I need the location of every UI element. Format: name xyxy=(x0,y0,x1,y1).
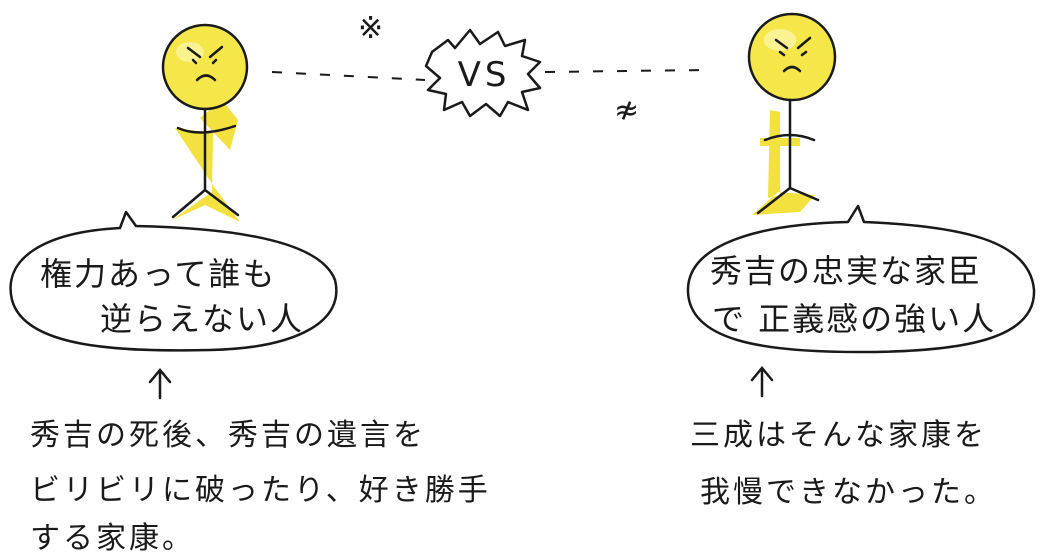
left-note-line-2: ビリビリに破ったり、好き勝手 xyxy=(30,473,491,508)
right-note-line-1: 三成はそんな家康を xyxy=(690,418,987,453)
right-figure-body xyxy=(756,98,820,215)
left-figure-body xyxy=(171,107,240,219)
vs-burst xyxy=(424,28,542,118)
left-figure-head xyxy=(161,23,249,111)
right-figure xyxy=(747,12,837,215)
left-bubble-line-1: 権力あって誰も xyxy=(40,255,276,293)
dashed-line-right xyxy=(544,69,706,73)
right-speech-bubble xyxy=(686,204,1036,354)
right-figure-eyes xyxy=(778,50,808,57)
left-bubble-line-2: 逆らえない人 xyxy=(100,300,304,338)
mark-right-symbol: ≉ xyxy=(614,93,639,128)
right-bubble-line-2: で 正義感の強い人 xyxy=(712,300,996,338)
right-figure-body-highlight xyxy=(752,110,815,215)
mark-left-symbol: ※ xyxy=(358,11,383,46)
left-up-arrow xyxy=(148,368,172,400)
left-figure-eyes xyxy=(191,58,218,65)
right-figure-head xyxy=(747,12,837,102)
left-note-line-3: する家康。 xyxy=(30,521,195,556)
right-figure-mouth xyxy=(782,65,802,73)
left-figure-brows xyxy=(186,45,224,59)
dashed-line-left xyxy=(271,71,426,81)
left-speech-bubble xyxy=(9,210,338,352)
left-figure xyxy=(161,23,249,222)
vs-label: VS xyxy=(458,55,511,95)
left-figure-mouth xyxy=(195,74,217,82)
right-bubble-line-1: 秀吉の忠実な家臣 xyxy=(710,252,982,290)
left-note-line-1: 秀吉の死後、秀吉の遺言を xyxy=(30,418,426,453)
right-note-line-2: 我慢できなかった。 xyxy=(700,475,997,510)
right-figure-brows xyxy=(774,36,812,50)
right-up-arrow xyxy=(750,366,774,398)
